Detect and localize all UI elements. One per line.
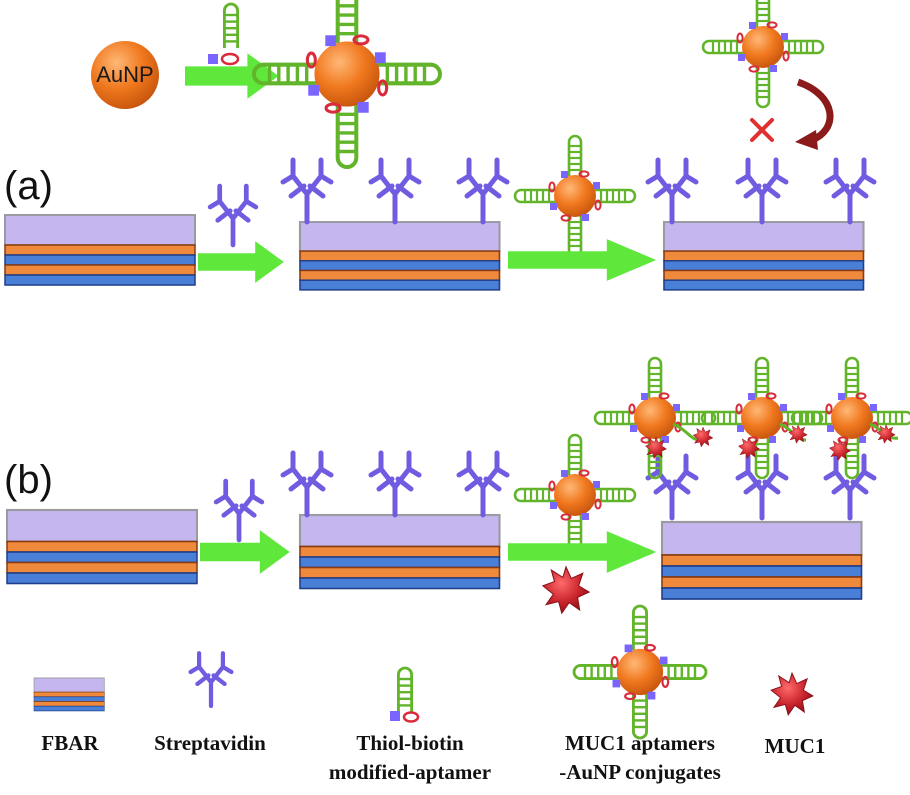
curved-arrow-icon (796, 78, 834, 144)
aunp-particle (91, 41, 159, 109)
fbar-b2 (283, 453, 507, 590)
conjugate-approach-a (515, 136, 635, 256)
aptamer-icon (222, 2, 240, 50)
legend-fbar-icon (33, 677, 105, 712)
legend-aptamer-line2: modified-aptamer (328, 760, 492, 784)
arrow-icon (185, 53, 279, 99)
legend-fbar-label: FBAR (41, 731, 99, 755)
legend-conjugate-line2: -AuNP conjugates (559, 760, 721, 784)
streptavidin-icon (210, 186, 256, 245)
streptavidin-icon (216, 481, 262, 540)
fbar-b3 (595, 358, 910, 601)
nanoparticle-icon (574, 606, 706, 738)
panel-b-label: (b) (4, 458, 53, 502)
thiol-biotin-aptamer (208, 2, 240, 66)
legend-aptamer-line1: Thiol-biotin (356, 731, 464, 755)
fbar-a3 (648, 160, 874, 291)
muc1-icon (770, 672, 814, 716)
muc1-icon (542, 566, 590, 614)
cross-icon (750, 118, 774, 142)
fbar-b1 (5, 508, 199, 585)
panel-a-label: (a) (4, 164, 53, 208)
conjugate-formed (254, 0, 440, 167)
legend-conjugate-line1: MUC1 aptamers (565, 731, 715, 755)
aunp-label: AuNP (96, 62, 154, 87)
streptavidin-icon (191, 653, 232, 706)
fbar-a2 (283, 160, 507, 291)
conjugate-blocked (703, 0, 823, 107)
arrow-icon (198, 241, 284, 283)
fbar-a1 (4, 214, 196, 286)
nanoparticle-icon (91, 41, 159, 109)
aptamer-icon (390, 666, 420, 723)
legend-streptavidin-label: Streptavidin (154, 731, 266, 755)
arrow-icon (200, 530, 290, 574)
legend-muc1-label: MUC1 (764, 734, 826, 758)
